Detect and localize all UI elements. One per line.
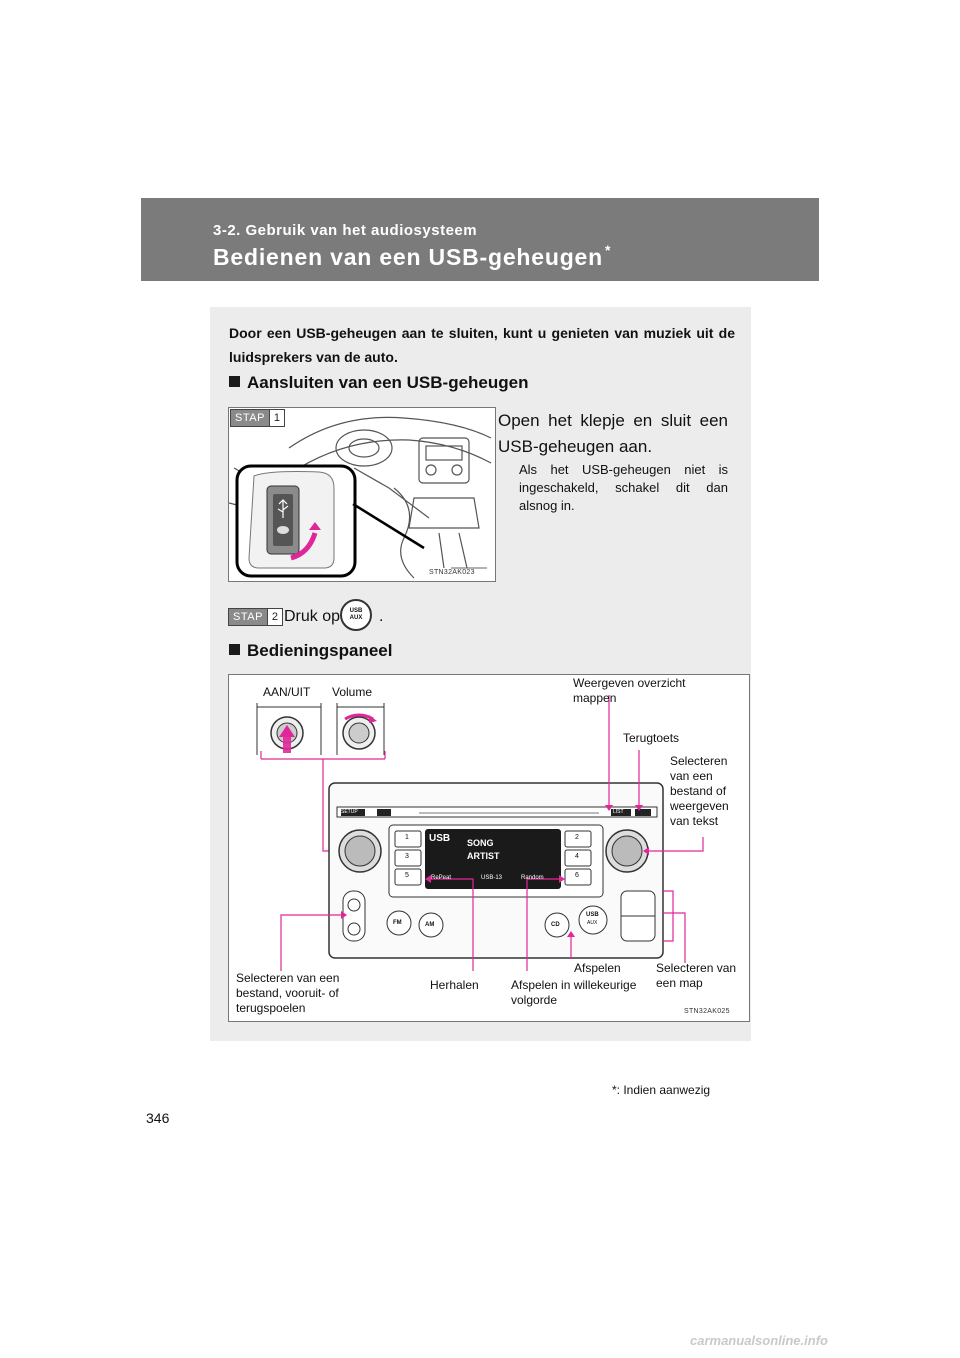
page-title-text: Bedienen van een USB-geheugen — [213, 244, 603, 270]
step-badge-number: 1 — [268, 410, 285, 426]
label-random: Afspelen in willekeurige volgorde — [511, 978, 637, 1007]
setup-button-label: SETUP — [341, 809, 358, 815]
label-play: Afspelen — [574, 961, 621, 975]
footnote: *: Indien aanwezig — [612, 1083, 711, 1097]
heading-panel-text: Bedieningspaneel — [247, 641, 393, 660]
display-track: USB-13 — [481, 875, 503, 881]
step1-text: Open het klepje en sluit een USB-geheuge… — [498, 411, 728, 456]
page-number: 346 — [146, 1110, 170, 1126]
square-bullet-icon — [229, 644, 240, 655]
preset-2: 2 — [575, 834, 579, 841]
availability-mark: * — [605, 242, 612, 258]
step1-note: Als het USB-geheugen niet is ingeschakel… — [519, 462, 728, 513]
display-song: SONG — [467, 838, 494, 848]
preset-5: 5 — [405, 872, 409, 879]
control-panel-illustration: AAN/UIT Volume Weergeven overzicht mappe… — [228, 674, 750, 1022]
step2-text: Druk op — [284, 608, 341, 625]
heading-panel: Bedieningspaneel — [229, 641, 392, 661]
label-select-folder: Selecteren van een map — [656, 961, 737, 990]
heading-connect: Aansluiten van een USB-geheugen — [229, 373, 529, 393]
display-artist: ARTIST — [467, 851, 500, 861]
preset-3: 3 — [405, 853, 409, 860]
am-button-label: AM — [425, 922, 435, 928]
display-random: Random — [521, 875, 544, 881]
usb-button-label: USB — [349, 608, 363, 614]
figure-code: STN32AK025 — [684, 1008, 730, 1015]
label-volume: Volume — [332, 685, 373, 699]
label-select-file-ff: Selecteren van een bestand, vooruit- of … — [236, 971, 340, 1015]
page-title: Bedienen van een USB-geheugen* — [213, 242, 612, 271]
label-select-file-text: Selecteren van een bestand of weergeven … — [670, 754, 729, 828]
chapter-header: 3-2. Gebruik van het audiosysteem Bedien… — [141, 198, 819, 281]
label-on-off: AAN/UIT — [263, 685, 311, 699]
square-bullet-icon — [229, 376, 240, 387]
label-back: Terugtoets — [623, 731, 680, 745]
preset-6: 6 — [575, 872, 579, 879]
control-panel-drawing — [256, 695, 704, 971]
list-button-label: LIST — [613, 809, 624, 815]
preset-4: 4 — [575, 853, 579, 860]
intro-text: Door een USB-geheugen aan te sluiten, ku… — [229, 325, 735, 365]
fm-button-label: FM — [393, 920, 402, 926]
preset-1: 1 — [405, 834, 409, 841]
label-repeat: Herhalen — [430, 978, 479, 992]
step-badge-label: STAP — [231, 410, 269, 426]
heading-connect-text: Aansluiten van een USB-geheugen — [247, 373, 529, 392]
content-panel: Door een USB-geheugen aan te sluiten, ku… — [210, 307, 751, 1041]
watermark: carmanualsonline.info — [690, 1333, 828, 1348]
dashboard-drawing — [229, 416, 492, 579]
step2-period: . — [379, 608, 384, 625]
label-folder-list: Weergeven overzicht mappen — [573, 676, 686, 705]
aux-button-label: AUX — [587, 920, 598, 926]
display-source: USB — [429, 833, 451, 844]
step-badge-label: STAP — [229, 609, 267, 625]
aux-button-label: AUX — [349, 615, 363, 621]
cd-button-label: CD — [551, 922, 560, 928]
display-repeat: RePeat — [431, 875, 452, 881]
step-badge-number: 2 — [266, 609, 283, 625]
usb-button-label: USB — [586, 912, 599, 918]
figure-code: STN32AK023 — [429, 569, 475, 576]
section-title: 3-2. Gebruik van het audiosysteem — [213, 222, 478, 239]
